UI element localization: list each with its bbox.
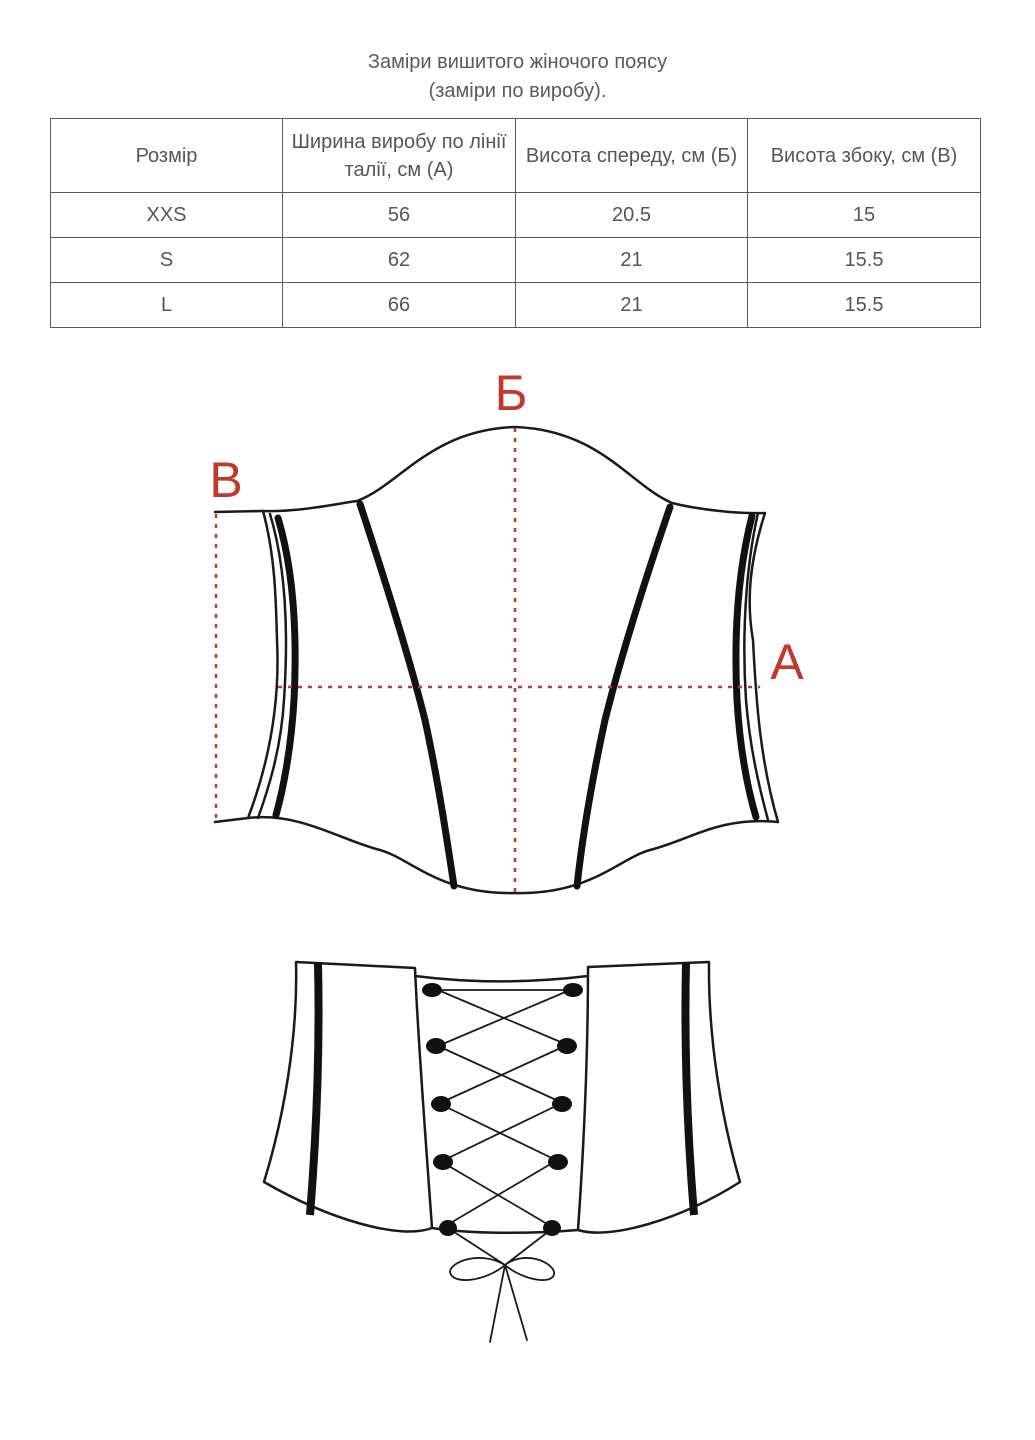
- eyelet: [426, 1038, 446, 1054]
- eyelet: [557, 1038, 577, 1054]
- belt-back-left-panel: [262, 960, 434, 1233]
- belt-front-right-inner-line: [743, 511, 770, 822]
- label-waist-width: А: [770, 634, 804, 690]
- title-line-2: (заміри по виробу).: [428, 80, 607, 102]
- belt-front-left-inner-line: [256, 512, 288, 820]
- belt-back-gap-top: [413, 974, 590, 983]
- belt-front-view: [213, 425, 780, 895]
- lacing-eyelets: [422, 983, 583, 1236]
- cell-side-height: 15.5: [747, 237, 981, 283]
- table-row: L 66 21 15.5: [50, 282, 981, 328]
- cell-size: XXS: [50, 192, 283, 238]
- measurement-labels: Б В А: [209, 365, 804, 690]
- boning-strip-left-side: [272, 514, 299, 819]
- cell-waist-width: 66: [282, 282, 516, 328]
- cell-front-height: 20.5: [515, 192, 748, 238]
- belt-front-left-edge: [213, 509, 265, 514]
- boning-strip-right-front: [573, 503, 674, 890]
- boning-strip-left-front: [356, 500, 458, 890]
- page-title: Заміри вишитого жіночого поясу (заміри п…: [0, 48, 1035, 106]
- boning-strip-back-right: [681, 962, 698, 1216]
- measurement-lines: [214, 428, 760, 893]
- cell-front-height: 21: [515, 237, 748, 283]
- belt-front-outline: [246, 425, 780, 895]
- belt-front-boning: [272, 500, 760, 890]
- boning-strip-back-left: [306, 962, 323, 1216]
- back-lacing: [437, 989, 571, 1343]
- table-row: S 62 21 15.5: [50, 237, 981, 283]
- label-front-height: Б: [495, 365, 528, 421]
- eyelet: [543, 1220, 561, 1236]
- cell-front-height: 21: [515, 282, 748, 328]
- cell-size: L: [50, 282, 283, 328]
- belt-back-boning: [306, 962, 698, 1216]
- title-line-1: Заміри вишитого жіночого поясу: [367, 51, 668, 73]
- label-side-height: В: [209, 452, 242, 508]
- eyelet: [422, 983, 442, 997]
- boning-strip-right-side: [732, 512, 760, 821]
- size-table: Розмір Ширина виробу по лінії талії, см …: [50, 118, 981, 328]
- eyelet: [431, 1096, 451, 1112]
- lacing-bow: [447, 1227, 555, 1343]
- eyelet: [433, 1154, 453, 1170]
- table-row: XXS 56 20.5 15: [50, 192, 981, 238]
- eyelet: [548, 1154, 568, 1170]
- eyelet: [552, 1096, 572, 1112]
- belt-back-right-panel: [576, 960, 742, 1234]
- lacing-cross: [437, 989, 571, 1229]
- header-size: Розмір: [50, 118, 283, 193]
- eyelet: [439, 1220, 457, 1236]
- belt-front-left-bottom-edge: [213, 816, 250, 824]
- table-header-row: Розмір Ширина виробу по лінії талії, см …: [50, 118, 981, 193]
- eyelet: [563, 983, 583, 997]
- cell-waist-width: 56: [282, 192, 516, 238]
- header-side-height: Висота збоку, см (В): [747, 118, 981, 193]
- cell-side-height: 15.5: [747, 282, 981, 328]
